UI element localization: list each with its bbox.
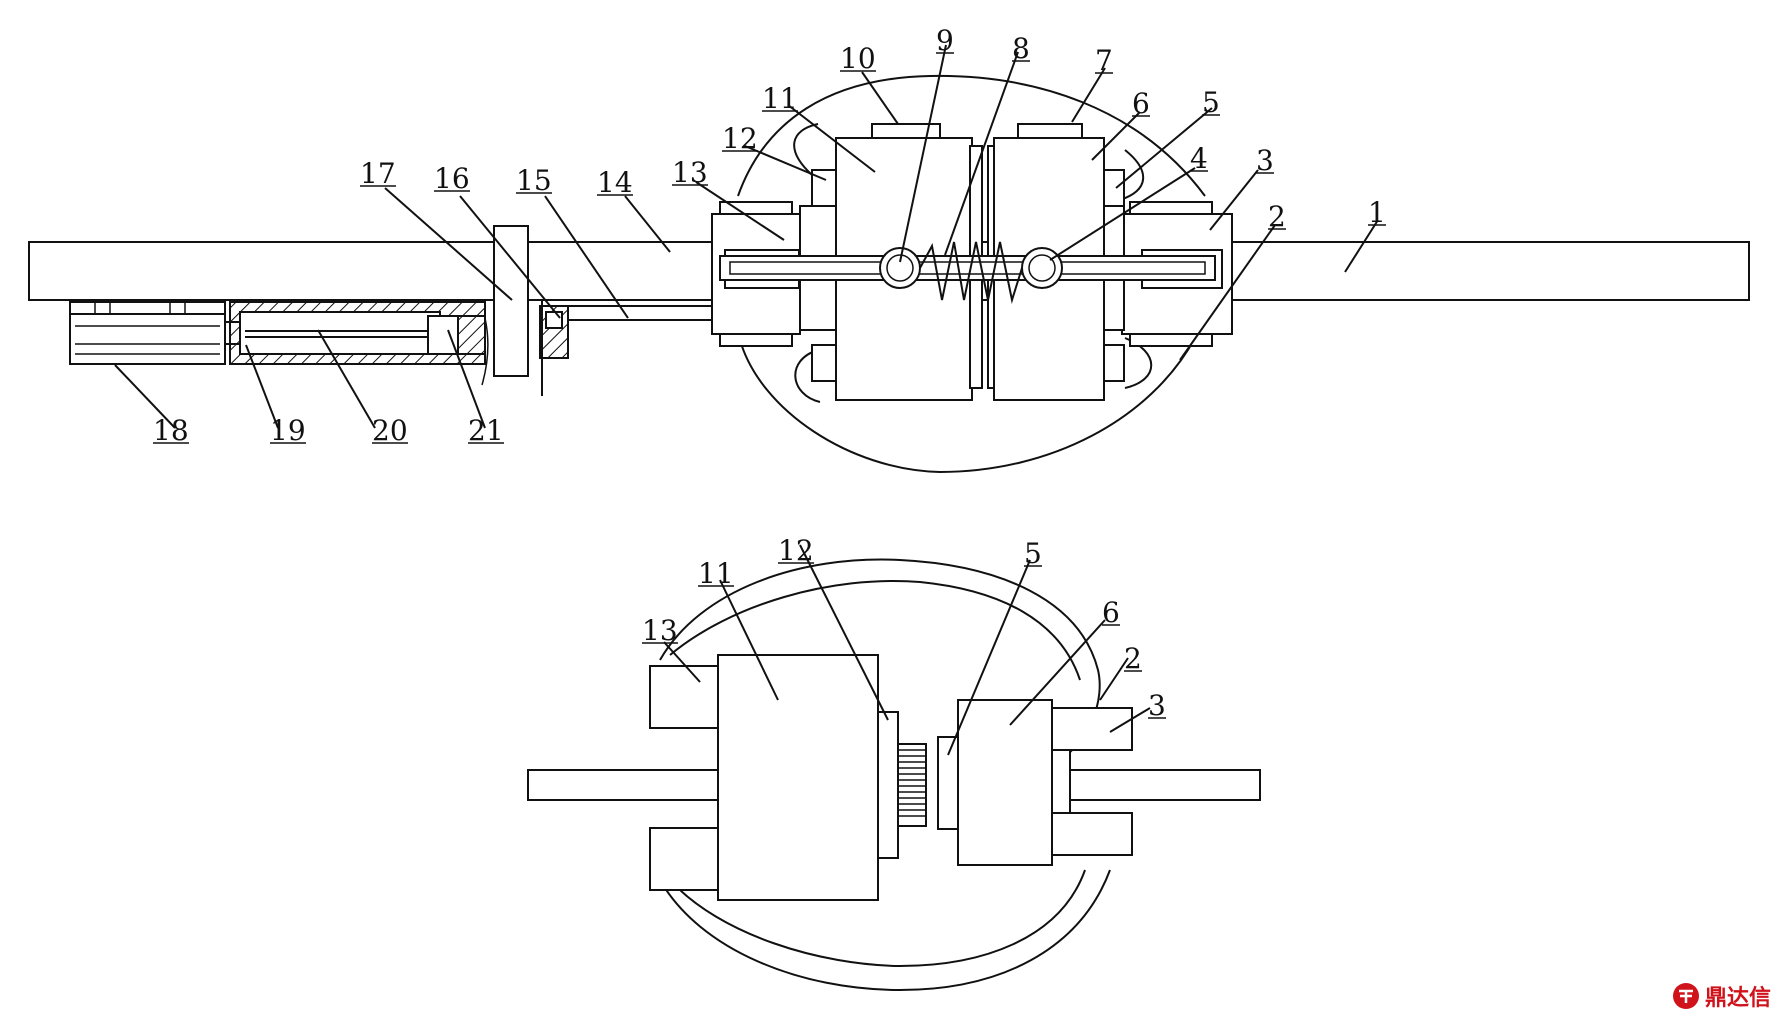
label-1: 1	[1368, 196, 1386, 229]
side-leader-lines	[663, 544, 1151, 756]
side-clamp-3-bottom	[1051, 812, 1133, 856]
label-16: 16	[434, 162, 470, 195]
logo-text: 鼎达信	[1704, 986, 1771, 1011]
guide-rod	[719, 255, 1216, 281]
spring-8	[919, 241, 1023, 304]
label-7: 7	[1095, 44, 1113, 77]
logo-mark-icon	[1672, 983, 1699, 1009]
side-label-11: 11	[698, 557, 734, 590]
label-13: 13	[672, 156, 708, 189]
side-teeth	[898, 749, 926, 817]
label-19: 19	[270, 414, 306, 447]
side-plate-5	[937, 736, 959, 830]
side-view-labels: 13 11 12 5 6 2 3	[642, 534, 1166, 722]
plate-17	[493, 225, 529, 377]
label-12: 12	[722, 122, 758, 155]
leader-lines	[114, 44, 1379, 429]
label-4: 4	[1190, 142, 1208, 175]
wheel-4	[1021, 247, 1063, 289]
side-clamp-3-top	[1051, 707, 1133, 751]
label-20: 20	[372, 414, 408, 447]
label-14: 14	[597, 166, 633, 199]
label-15: 15	[516, 164, 552, 197]
label-8: 8	[1012, 32, 1030, 65]
label-18: 18	[153, 414, 189, 447]
label-5: 5	[1202, 86, 1220, 119]
side-outer-loop	[659, 558, 1101, 761]
rod-15	[567, 305, 714, 321]
side-label-6: 6	[1102, 596, 1120, 629]
side-clamp-13-bottom	[649, 827, 719, 891]
side-label-2: 2	[1124, 642, 1142, 675]
side-shaft-right	[1059, 769, 1261, 801]
top-view: 1 2 3 4 5 6 7 8 9 10 11 12 13 14 15 16 1…	[28, 24, 1750, 474]
side-plate-12	[877, 711, 899, 859]
label-3: 3	[1256, 144, 1274, 177]
side-block-6	[957, 699, 1053, 866]
side-label-5: 5	[1024, 537, 1042, 570]
slider-21	[427, 315, 459, 355]
label-10: 10	[840, 42, 876, 75]
label-17: 17	[360, 157, 396, 190]
side-shaft-left	[527, 769, 719, 801]
brand-logo: 鼎达信	[1671, 981, 1771, 1011]
side-view-underlines	[642, 562, 1166, 719]
side-label-12: 12	[778, 534, 814, 567]
wheel-9	[879, 247, 921, 289]
drive-assembly	[69, 225, 714, 396]
top-view-labels: 1 2 3 4 5 6 7 8 9 10 11 12 13 14 15 16 1…	[153, 24, 1386, 447]
label-11: 11	[762, 82, 798, 115]
label-2: 2	[1268, 200, 1286, 233]
housing-20	[239, 311, 441, 355]
label-9: 9	[936, 24, 954, 57]
top-view-underlines	[153, 52, 1386, 444]
side-label-13: 13	[642, 614, 678, 647]
side-label-3: 3	[1148, 689, 1166, 722]
outer-loop	[737, 74, 1206, 197]
label-21: 21	[468, 414, 504, 447]
label-6: 6	[1132, 87, 1150, 120]
side-block-11	[717, 654, 879, 901]
side-view: 13 11 12 5 6 2 3	[527, 534, 1261, 992]
side-clamp-13-top	[649, 665, 719, 729]
